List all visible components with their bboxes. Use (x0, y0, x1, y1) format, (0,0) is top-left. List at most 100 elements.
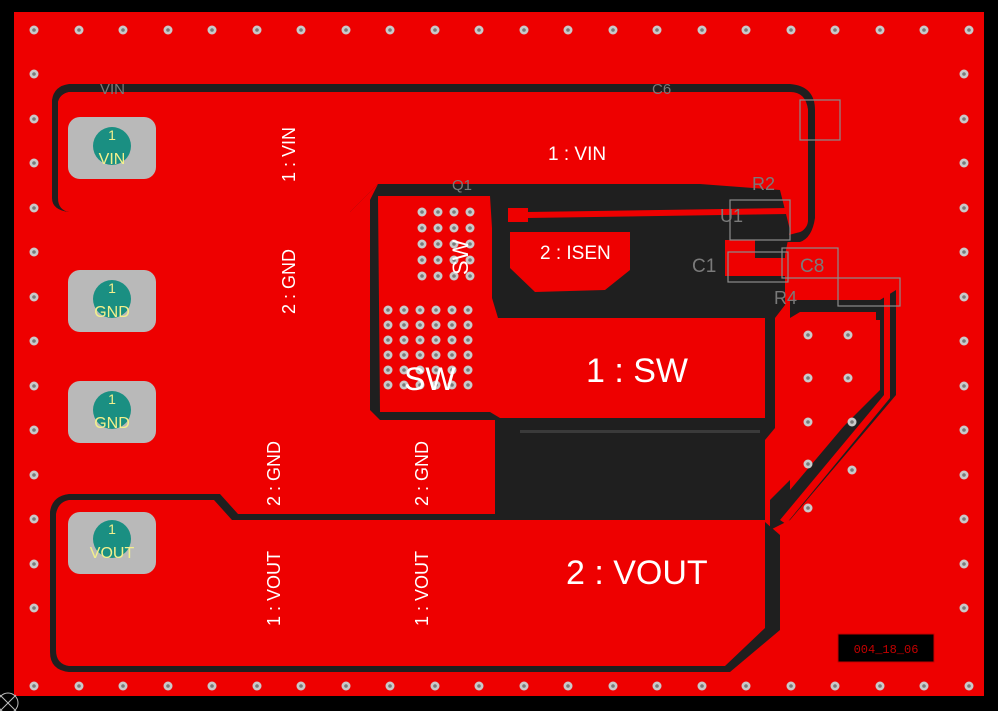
via-hole (386, 368, 390, 372)
connector-vin[interactable]: 1 VIN (68, 117, 156, 179)
net-label-vin-vertical: 1 : VIN (279, 127, 299, 182)
via-hole (806, 506, 810, 510)
vout-plane (56, 500, 765, 666)
isen-pad (510, 232, 630, 292)
connector-vout-num: 1 (108, 521, 116, 537)
connector-vin-name: VIN (99, 151, 126, 168)
designator-u1: U1 (720, 206, 743, 226)
connector-gnd-1-name: GND (94, 304, 130, 321)
connector-gnd-1-num: 1 (108, 280, 116, 296)
via-hole (32, 384, 36, 388)
via-hole (967, 28, 971, 32)
via-hole (299, 28, 303, 32)
via-hole (402, 368, 406, 372)
via-hole (962, 428, 966, 432)
isen-trace (508, 208, 788, 222)
via-hole (833, 684, 837, 688)
net-label-vout-right: 1 : VOUT (412, 551, 432, 626)
via-hole (962, 161, 966, 165)
via-hole (846, 333, 850, 337)
via-hole (255, 28, 259, 32)
designator-c1: C1 (692, 256, 716, 277)
via-hole (210, 28, 214, 32)
via-hole (611, 28, 615, 32)
via-hole (468, 210, 472, 214)
via-hole (655, 28, 659, 32)
via-hole (420, 242, 424, 246)
via-hole (32, 206, 36, 210)
board-code-box (837, 633, 935, 663)
net-label-vout-left: 1 : VOUT (264, 551, 284, 626)
via-hole (386, 383, 390, 387)
via-hole (32, 473, 36, 477)
connector-vin-num: 1 (108, 127, 116, 143)
via-hole (450, 353, 454, 357)
via-hole (433, 684, 437, 688)
net-label-sw-big: 1 : SW (586, 352, 688, 390)
via-hole (420, 226, 424, 230)
via-hole (255, 684, 259, 688)
via-hole (166, 28, 170, 32)
connector-gnd-2[interactable]: 1 GND (68, 381, 156, 443)
via-hole (962, 72, 966, 76)
via-hole (468, 258, 472, 262)
connector-gnd-1[interactable]: 1 GND (68, 270, 156, 332)
via-hole (962, 562, 966, 566)
via-hole (434, 308, 438, 312)
connector-gnd-2-num: 1 (108, 391, 116, 407)
via-array (29, 25, 974, 691)
via-hole (434, 338, 438, 342)
connector-vout[interactable]: 1 VOUT (68, 512, 156, 574)
via-hole (962, 606, 966, 610)
via-hole (466, 338, 470, 342)
via-hole (450, 383, 454, 387)
via-hole (806, 462, 810, 466)
via-hole (386, 353, 390, 357)
via-hole (418, 338, 422, 342)
via-hole (962, 295, 966, 299)
via-hole (32, 72, 36, 76)
origin-marker-icon (0, 692, 19, 711)
board-code-label: 004_18_06 (854, 643, 919, 657)
sw-plane (378, 196, 765, 418)
via-hole (789, 684, 793, 688)
net-label-gnd-lower-right: 2 : GND (412, 441, 432, 506)
connector-vout-name: VOUT (90, 545, 135, 562)
via-hole (32, 295, 36, 299)
via-hole (121, 684, 125, 688)
sw-via-cluster (383, 207, 475, 390)
via-hole (962, 517, 966, 521)
component-outlines (727, 99, 901, 307)
via-hole (700, 28, 704, 32)
via-hole (402, 338, 406, 342)
via-hole (420, 210, 424, 214)
via-hole (210, 684, 214, 688)
via-hole (744, 28, 748, 32)
via-hole (299, 684, 303, 688)
via-hole (402, 308, 406, 312)
ground-island-right (790, 312, 876, 490)
via-hole (566, 28, 570, 32)
via-hole (32, 428, 36, 432)
net-label-sw-small: SW (404, 361, 456, 397)
via-hole (452, 258, 456, 262)
via-hole (32, 28, 36, 32)
via-hole (32, 339, 36, 343)
via-hole (436, 210, 440, 214)
via-hole (418, 308, 422, 312)
via-hole (418, 323, 422, 327)
via-hole (77, 28, 81, 32)
via-hole (468, 226, 472, 230)
via-hole (402, 383, 406, 387)
net-label-vout-big: 2 : VOUT (566, 554, 708, 592)
via-hole (32, 684, 36, 688)
net-label-gnd-lower-left: 2 : GND (264, 441, 284, 506)
net-label-vin-horizontal: 1 : VIN (548, 144, 606, 165)
via-hole (700, 684, 704, 688)
via-hole (522, 28, 526, 32)
via-hole (962, 339, 966, 343)
via-hole (466, 368, 470, 372)
via-hole (806, 376, 810, 380)
via-hole (32, 562, 36, 566)
